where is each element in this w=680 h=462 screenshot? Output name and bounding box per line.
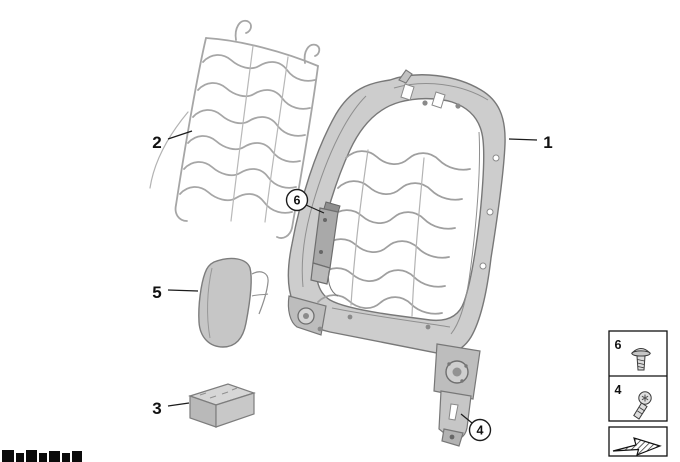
mat-right-rail (276, 65, 319, 239)
frame-top-tab (398, 69, 413, 84)
flat-head-screw-icon (630, 348, 652, 371)
legend-box: 6 4 (608, 330, 668, 422)
recliner-bracket (433, 343, 481, 400)
leader-line-4 (460, 413, 473, 424)
frame-spring-mat (317, 149, 471, 317)
mat-vertical-wire (264, 56, 289, 223)
frame-body (287, 74, 506, 356)
panel-wire-bracket (251, 271, 269, 315)
panel-wire-cross (251, 293, 269, 297)
callout-leader-lines (167, 130, 538, 424)
callout-3: 3 (152, 399, 161, 418)
leader-line-1 (508, 138, 538, 141)
direction-arrow-icon (612, 437, 662, 456)
watermark-fragment (2, 450, 82, 462)
mat-left-rail (174, 37, 207, 222)
mat-vertical-wire (230, 45, 254, 222)
parts-box-illustration (188, 383, 256, 428)
callout-circle-6 (285, 188, 309, 212)
spring-wire (183, 161, 297, 189)
vertical-wire (350, 149, 369, 306)
mat-hook-left (234, 19, 252, 41)
leader-line-2 (167, 130, 193, 140)
mat-hanging-wire (149, 111, 189, 189)
spring-wire (324, 238, 450, 259)
spring-wire (337, 180, 463, 201)
backrest-frame-illustration (287, 69, 506, 447)
panel-body (198, 257, 252, 348)
legend-item-4-label: 4 (615, 383, 622, 397)
side-panel-illustration (198, 257, 269, 348)
mat-hook-right (303, 43, 321, 64)
callout-2: 2 (152, 133, 161, 152)
leader-line-5 (167, 289, 199, 292)
spring-wire (202, 54, 316, 82)
spring-wire (187, 135, 301, 163)
direction-arrow-box (608, 426, 668, 457)
torx-screw-icon (633, 391, 652, 420)
spring-wire (320, 267, 446, 288)
callout-1: 1 (543, 133, 552, 152)
headrest-guide-slots (400, 83, 461, 109)
lower-leg (347, 314, 472, 447)
mat-top-edge (205, 37, 319, 67)
spring-wire (317, 294, 443, 315)
wire-mat-illustration (149, 19, 321, 239)
legend-item-6-label: 6 (615, 338, 622, 352)
spring-wire (345, 150, 471, 171)
callout-6: 6 (294, 194, 301, 208)
left-pivot-bracket (287, 295, 327, 336)
frame-rail-holes (479, 154, 500, 270)
spring-wire (179, 186, 293, 214)
callout-5: 5 (152, 283, 161, 302)
vertical-wire (411, 157, 425, 317)
spring-wire (197, 82, 311, 110)
box-stipple (199, 387, 238, 399)
lumbar-actuator (310, 201, 341, 297)
spring-wire (330, 209, 456, 230)
leader-line-3 (167, 402, 190, 407)
panel-ridge (207, 267, 213, 339)
callout-circle-4 (468, 418, 492, 442)
callout-4: 4 (477, 424, 484, 438)
leader-line-6 (305, 204, 325, 214)
spring-wire (192, 109, 306, 137)
